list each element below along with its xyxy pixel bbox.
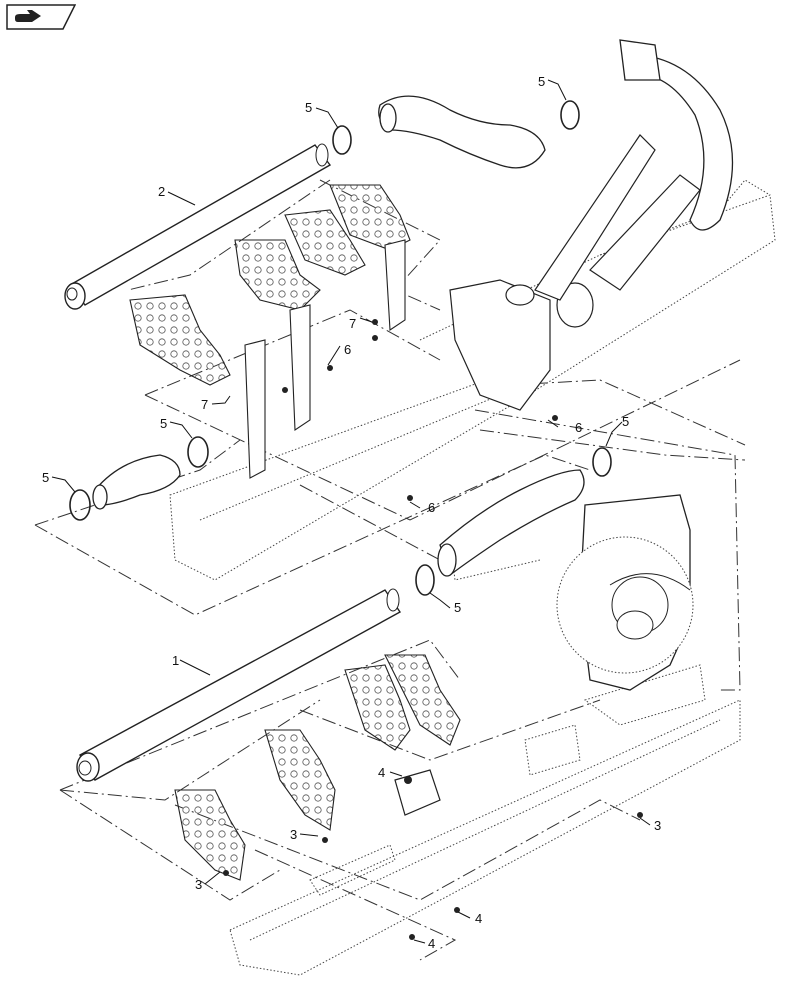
callout-labels: 2 5 5 7 6 7 5 5 6 5 6 5 1 4 3 3 3 4 4 [42,74,661,951]
clamps [69,100,612,596]
blower-housing [556,494,694,691]
callout-6: 6 [575,420,582,435]
valve-block [394,134,701,816]
callout-4: 4 [475,911,482,926]
tube-upper [64,143,332,310]
callout-4: 4 [378,765,385,780]
tube-lower [76,588,402,782]
callout-7: 7 [349,316,356,331]
callout-6: 6 [428,500,435,515]
callout-4: 4 [428,936,435,951]
hoses [92,39,734,577]
callout-5: 5 [42,470,49,485]
callout-3: 3 [195,877,202,892]
callout-5: 5 [622,414,629,429]
callout-3: 3 [290,827,297,842]
perforated-brackets-lower [174,654,461,881]
perforated-brackets-upper [129,184,411,479]
callout-5: 5 [305,100,312,115]
callout-leaders [51,79,651,944]
callout-3: 3 [654,818,661,833]
callout-6: 6 [344,342,351,357]
callout-5: 5 [454,600,461,615]
callout-7: 7 [201,397,208,412]
callout-5: 5 [538,74,545,89]
callout-2: 2 [158,184,165,199]
small-hardware [223,319,643,940]
hand-pointing-right-icon [6,4,77,30]
callout-5: 5 [160,416,167,431]
callout-1: 1 [172,653,179,668]
next-page-button[interactable] [6,4,77,30]
